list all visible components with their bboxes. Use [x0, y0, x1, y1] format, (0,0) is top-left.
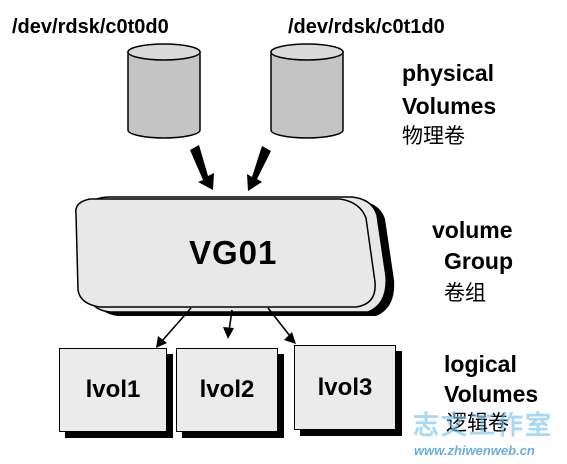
- volume-group-label-line1: volume: [432, 217, 513, 243]
- physical-volume-cylinder-1: [127, 43, 201, 139]
- logical-volume-box-3: lvol3: [294, 345, 396, 430]
- volume-group-label-line2: Group: [444, 248, 513, 274]
- watermark-url: www.zhiwenweb.cn: [414, 443, 535, 458]
- disk-path-1: /dev/rdsk/c0t0d0: [12, 16, 169, 38]
- volume-group-name: VG01: [189, 234, 278, 271]
- logical-volume-name-2: lvol2: [199, 376, 255, 403]
- physical-volumes-label-line2: Volumes: [402, 93, 497, 119]
- volume-group-label-cn: 卷组: [444, 281, 486, 305]
- logical-volume-name-1: lvol1: [85, 376, 141, 403]
- volume-group-shape: [75, 196, 395, 316]
- physical-volumes-label-cn: 物理卷: [402, 124, 465, 148]
- logical-volume-box-1: lvol1: [59, 348, 167, 432]
- arrow-vg-to-lvol2: [223, 309, 234, 339]
- arrow-disk2-to-vg: [247, 146, 271, 191]
- logical-volume-name-3: lvol3: [317, 373, 373, 401]
- physical-volumes-label-line1: physical: [402, 60, 495, 86]
- logical-volumes-label-line1: logical: [444, 351, 517, 377]
- arrow-vg-to-lvol3: [267, 307, 296, 344]
- disk-path-2: /dev/rdsk/c0t1d0: [288, 16, 445, 38]
- physical-volume-cylinder-2: [270, 43, 344, 139]
- logical-volumes-label-cn: 逻辑卷: [446, 411, 509, 435]
- arrow-vg-to-lvol1: [156, 307, 192, 348]
- logical-volume-box-2: lvol2: [176, 348, 278, 432]
- arrow-disk1-to-vg: [190, 145, 214, 190]
- watermark-logo-text: 志文工作室: [413, 411, 554, 441]
- logical-volumes-label-line2: Volumes: [444, 381, 539, 407]
